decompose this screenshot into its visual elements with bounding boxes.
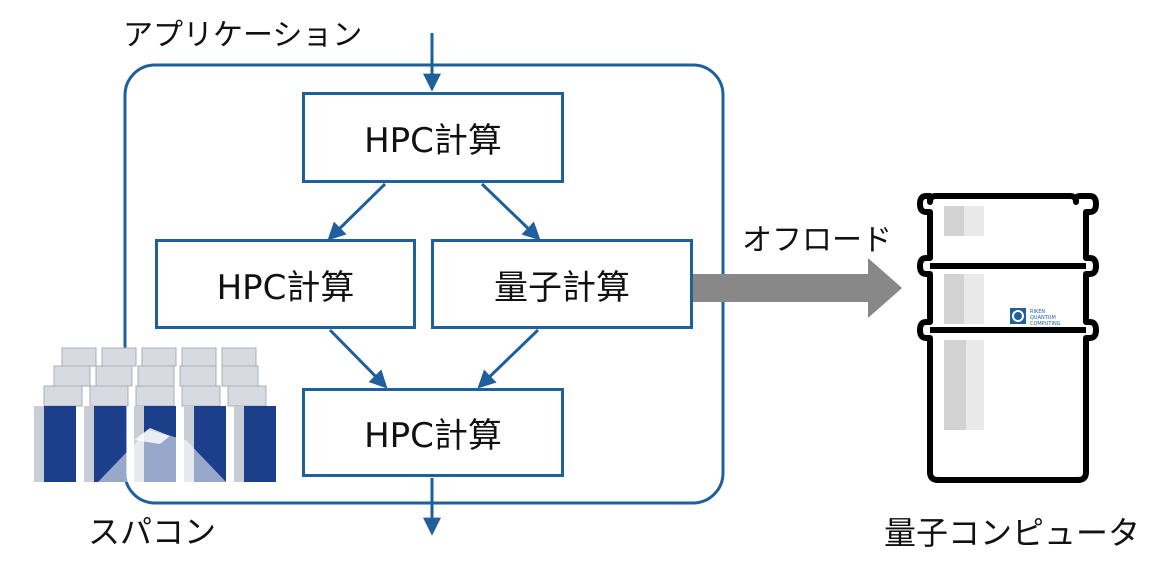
arrow-top-to-quantum (480, 182, 541, 241)
application-label: アプリケーション (123, 18, 363, 53)
supercomputer-racks-icon (34, 347, 276, 482)
quantum-compute-node: 量子計算 (431, 239, 693, 329)
offload-arrow (662, 258, 902, 318)
riken-quantum-logo: RIKEN QUANTUM COMPUTING (1010, 308, 1061, 327)
arrow-top-to-left (327, 182, 387, 241)
supercomputer-label: スパコン (88, 513, 217, 551)
quantum-computer-icon (917, 193, 1099, 483)
logo-text-3: COMPUTING (1030, 321, 1061, 327)
hpc-compute-left-node: HPC計算 (155, 239, 416, 329)
offload-label: オフロード (742, 223, 892, 258)
quantum-computer-label: 量子コンピュータ (884, 514, 1141, 552)
hpc-compute-bottom-node: HPC計算 (302, 388, 564, 477)
logo-text-1: RIKEN (1030, 309, 1045, 315)
logo-text-2: QUANTUM (1030, 315, 1056, 321)
arrow-left-to-bottom (328, 328, 388, 389)
hpc-compute-top-node: HPC計算 (302, 92, 564, 183)
arrow-quantum-to-bottom (477, 328, 540, 389)
